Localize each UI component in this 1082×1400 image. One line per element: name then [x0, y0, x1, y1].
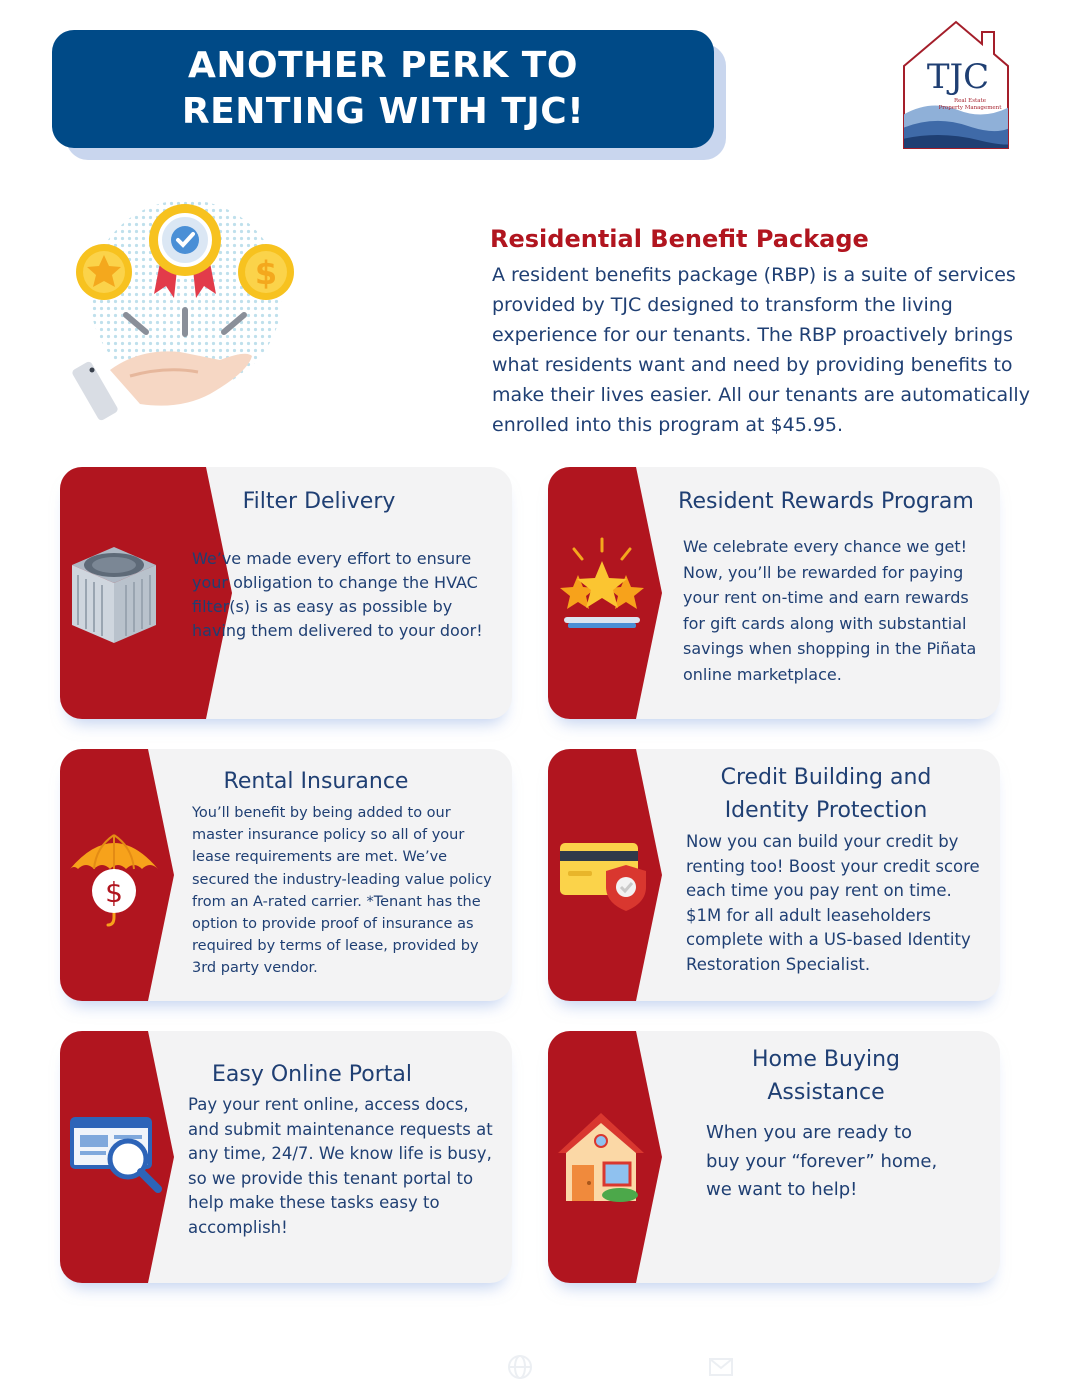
hand-with-award-icon: $ [72, 200, 294, 421]
umbrella-dollar-icon: $ [70, 834, 158, 927]
tjc-logo: TJC Real Estate Property Management [903, 20, 1009, 149]
house-icon [558, 1113, 644, 1202]
benefit-card-resident-rewards: Resident Rewards Program We celebrate ev… [548, 467, 1000, 719]
svg-text:$: $ [255, 254, 277, 292]
section-title: Residential Benefit Package [490, 225, 869, 253]
section-description: A resident benefits package (RBP) is a s… [492, 264, 1030, 436]
benefit-title: Easy Online Portal [211, 1062, 413, 1087]
logo-subtitle-1: Real Estate [954, 98, 986, 104]
benefit-description: Now you can build your credit by renting… [686, 832, 980, 974]
benefit-card-home-buying: Home Buying Assistance When you are read… [548, 1031, 1000, 1283]
svg-text:$: $ [105, 876, 123, 909]
benefit-description: Pay your rent online, access docs, and s… [188, 1095, 493, 1237]
benefit-card-rental-insurance: $ Rental Insurance You’ll benefit by bei… [60, 749, 512, 1001]
credit-card-shield-icon [560, 843, 646, 911]
stars-reward-icon [560, 537, 644, 628]
benefit-title: Home Buying Assistance [751, 1047, 901, 1105]
benefit-title: Resident Rewards Program [678, 489, 974, 514]
logo-text: TJC [927, 57, 989, 97]
title-banner: ANOTHER PERK TO RENTING WITH TJC! [52, 30, 714, 148]
benefit-description: We’ve made every effort to ensure your o… [192, 549, 483, 640]
envelope-icon [709, 1358, 733, 1376]
benefit-card-credit-building: Credit Building and Identity Protection … [548, 749, 1000, 1001]
page-title: ANOTHER PERK TO RENTING WITH TJC! [181, 45, 585, 132]
benefit-title: Rental Insurance [223, 769, 409, 794]
browser-magnifier-icon [70, 1117, 162, 1193]
benefit-title: Filter Delivery [242, 489, 396, 514]
hvac-unit-icon [72, 547, 156, 643]
logo-subtitle-2: Property Management [939, 105, 1003, 111]
benefit-title: Credit Building and Identity Protection [720, 765, 932, 823]
benefit-card-online-portal: Easy Online Portal Pay your rent online,… [60, 1031, 512, 1283]
globe-icon [508, 1355, 532, 1379]
benefit-description: When you are ready to buy your “forever”… [706, 1122, 938, 1200]
benefit-card-filter-delivery: Filter Delivery We’ve made every effort … [60, 467, 512, 719]
benefit-description: We celebrate every chance we get! Now, y… [683, 537, 977, 684]
benefit-description: You’ll benefit by being added to our mas… [192, 805, 492, 977]
